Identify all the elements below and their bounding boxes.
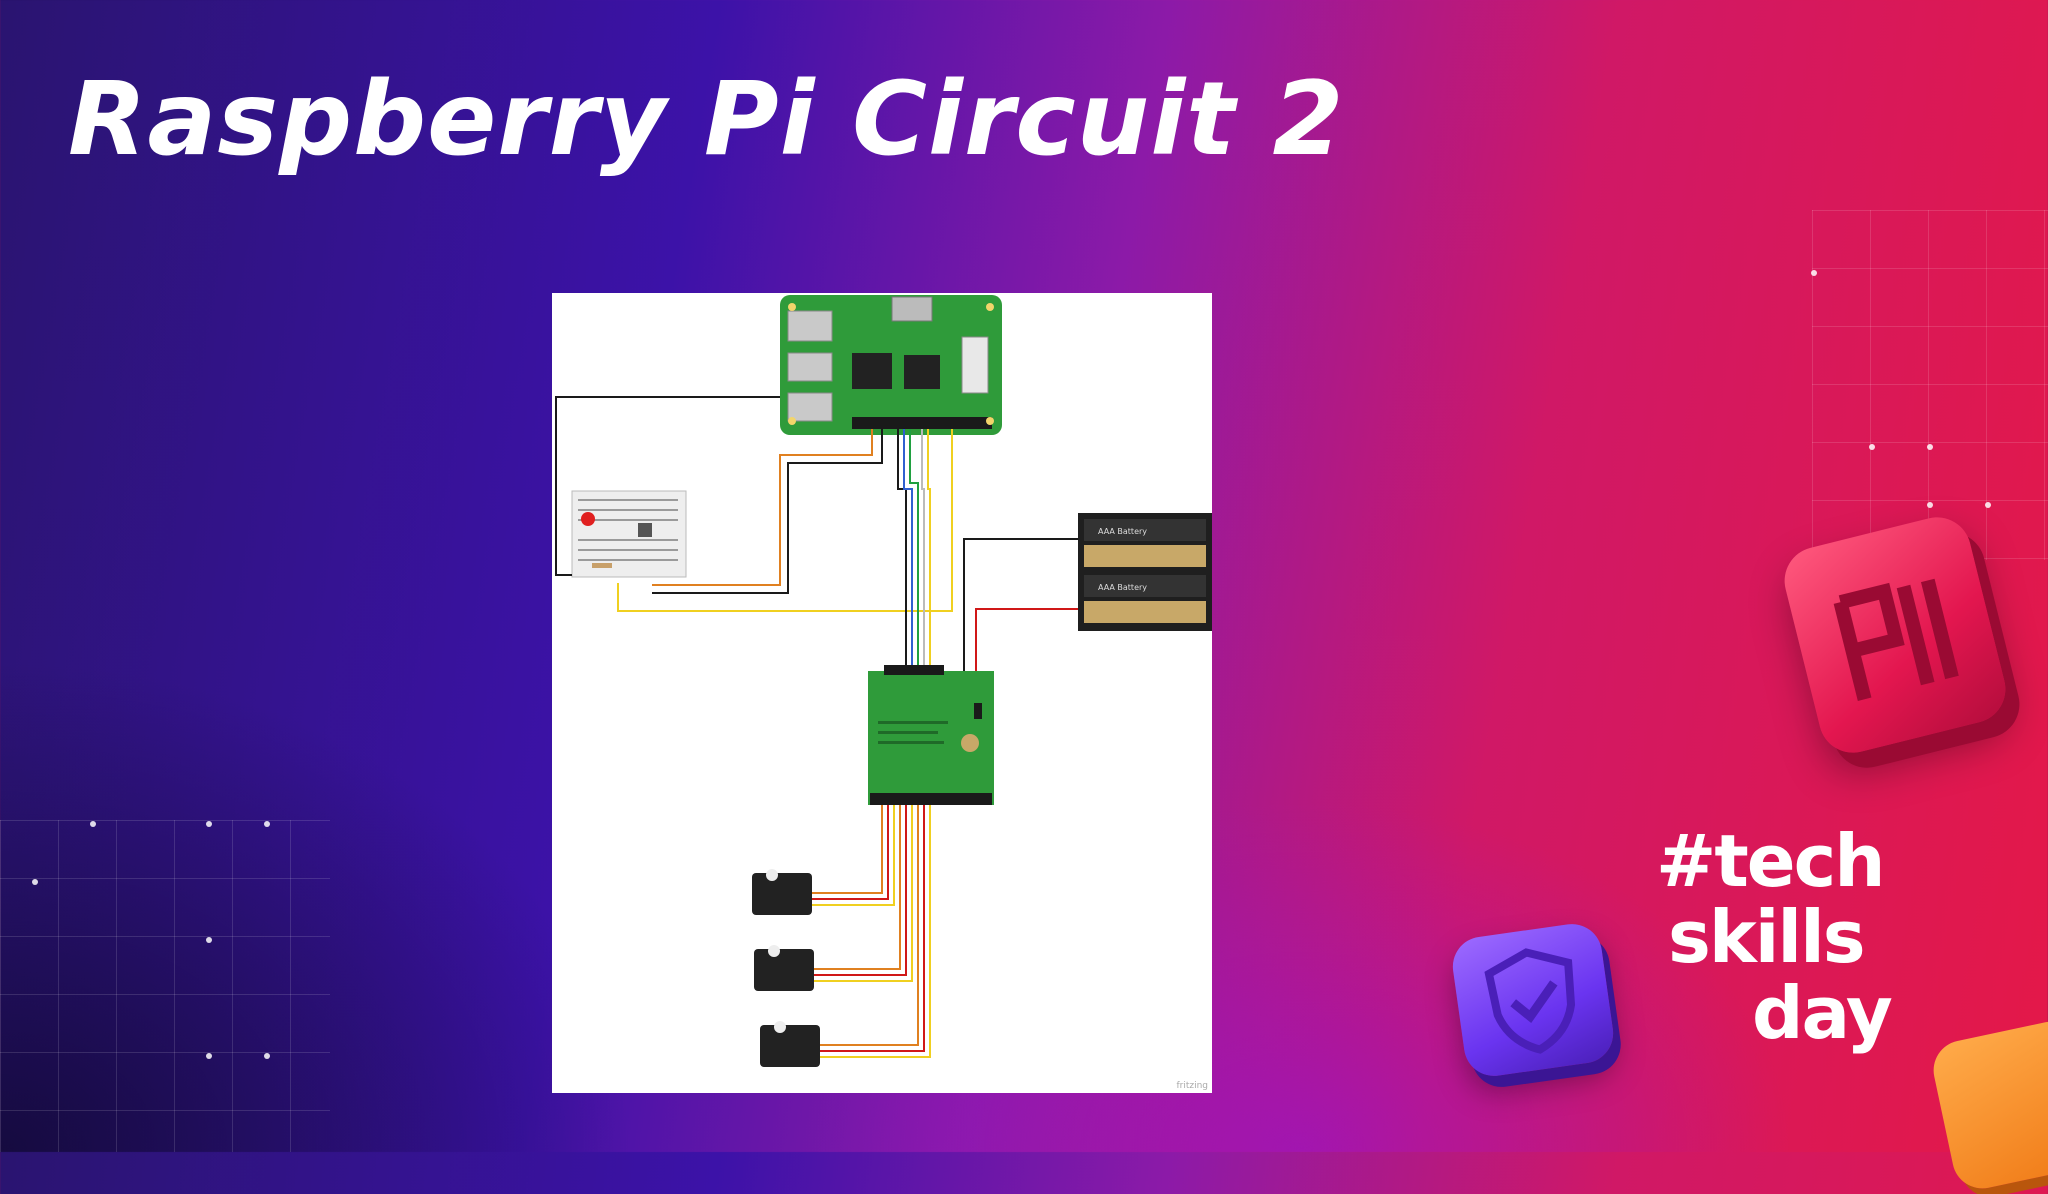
led-icon: [581, 512, 595, 526]
grid-dot: [206, 937, 212, 943]
shield-check-icon: [1448, 920, 1618, 1080]
grid-dot: [1811, 270, 1817, 276]
fritzing-watermark: fritzing: [1176, 1081, 1208, 1091]
grid-dot: [90, 821, 96, 827]
circuit-diagram-svg: AAA Battery AAA Battery: [555, 295, 1212, 1067]
grid-dot: [206, 821, 212, 827]
grid-dot: [1927, 502, 1933, 508]
circuit-diagram: AAA Battery AAA Battery: [552, 293, 1212, 1093]
hashtag-line-3: day: [1752, 971, 1893, 1055]
decorative-grid-right: [1812, 210, 2048, 560]
battery-label: AAA Battery: [1098, 583, 1147, 592]
grid-dot: [1985, 502, 1991, 508]
push-button-icon: [638, 523, 652, 537]
decorative-grid-left: [0, 820, 330, 1152]
grid-dot: [264, 1053, 270, 1059]
battery-label: AAA Battery: [1098, 527, 1147, 536]
grid-dot: [1869, 444, 1875, 450]
raspberry-pi-logo-icon: [1777, 510, 2013, 760]
grid-dot: [1927, 444, 1933, 450]
gear-icon: [1928, 1016, 2048, 1194]
grid-dot: [206, 1053, 212, 1059]
servo-motor: [754, 945, 814, 991]
hashtag-line-1: #tech: [1656, 819, 1886, 903]
raspberry-pi-board: [780, 295, 1002, 435]
hashtag-line-2: skills: [1668, 895, 1866, 979]
servo-driver-board: [868, 665, 994, 805]
slide-title: Raspberry Pi Circuit 2: [68, 60, 1345, 179]
resistor-icon: [592, 563, 612, 568]
wires: [555, 396, 1078, 1058]
servo-motor: [752, 869, 812, 915]
breadboard: [571, 490, 687, 578]
servo-motor: [760, 1021, 820, 1067]
grid-dot: [264, 821, 270, 827]
grid-dot: [32, 879, 38, 885]
battery-pack: AAA Battery AAA Battery: [1078, 513, 1212, 631]
